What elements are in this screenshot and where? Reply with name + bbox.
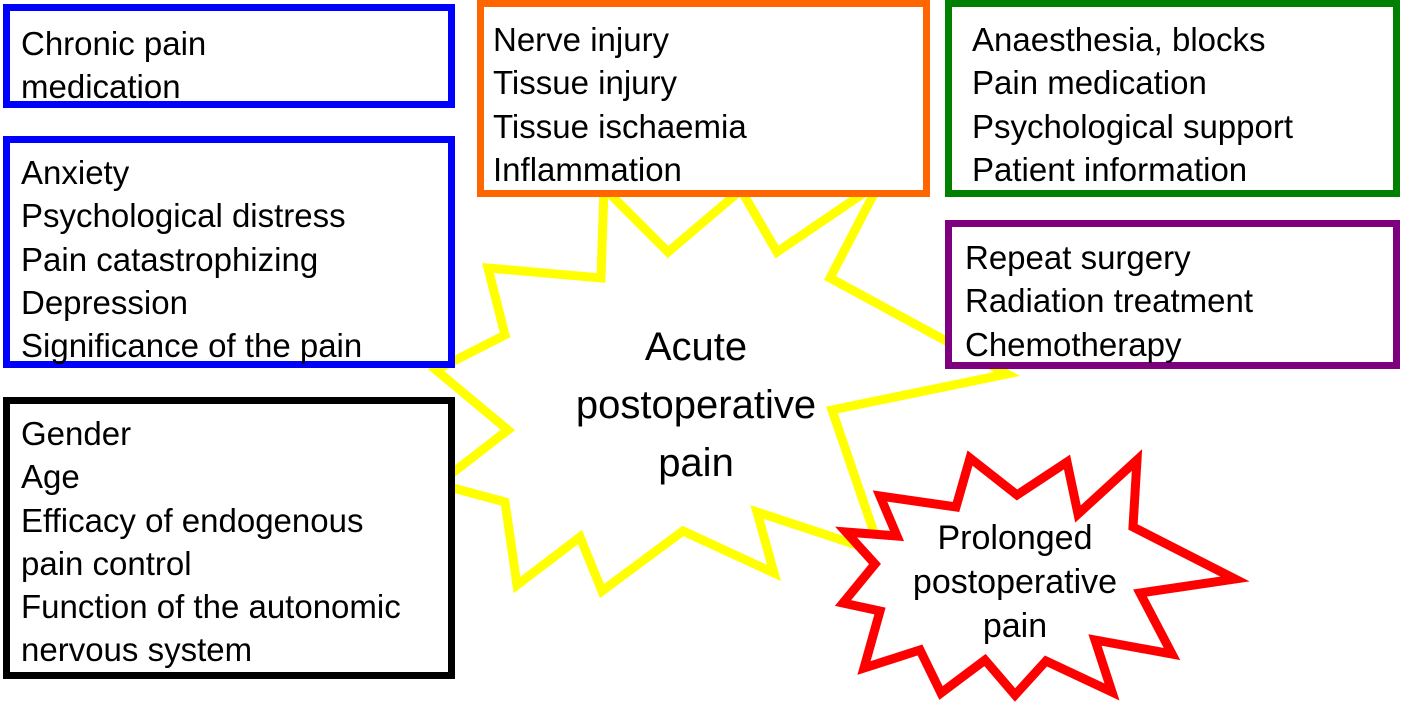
box-line: Patient information (972, 150, 1248, 188)
box-line: medication (21, 68, 181, 106)
box-line: Chronic pain (21, 25, 207, 62)
box-line: Inflammation (493, 150, 682, 188)
box-line: Depression (21, 283, 188, 321)
prolonged-pain-starburst (834, 449, 1250, 702)
postoperative-treatment-box: Repeat surgery Radiation treatment Chemo… (945, 220, 1400, 369)
box-line: Age (21, 458, 80, 496)
box-line: Anxiety (21, 154, 130, 191)
box-line: Significance of the pain (21, 327, 363, 365)
star-label-line: Prolonged (937, 519, 1093, 557)
individual-factors-box: Gender Age Efficacy of endogenous pain c… (3, 397, 455, 679)
star-label-line: Acute (644, 325, 748, 369)
chronic-pain-medication-box: Chronic pain medication (3, 4, 455, 108)
box-line: Anaesthesia, blocks (972, 21, 1266, 58)
box-line: Repeat surgery (965, 239, 1191, 276)
acute-pain-starburst (427, 177, 1020, 599)
box-line: Psychological support (972, 107, 1294, 145)
box-line: Efficacy of endogenous (21, 501, 364, 539)
star-label-line: pain (658, 441, 734, 485)
box-line: Tissue injury (493, 64, 677, 102)
box-line: Psychological distress (21, 197, 346, 235)
box-line: Nerve injury (493, 21, 670, 58)
acute-pain-label: Acute postoperative pain (536, 318, 856, 492)
star-label-line: pain (982, 607, 1048, 645)
box-line: nervous system (21, 631, 253, 669)
box-line: Tissue ischaemia (493, 107, 747, 145)
star-label-line: postoperative (912, 563, 1118, 601)
perioperative-treatment-box: Anaesthesia, blocks Pain medication Psyc… (945, 0, 1400, 197)
surgical-injury-box: Nerve injury Tissue injury Tissue ischae… (477, 0, 930, 197)
psychological-factors-box: Anxiety Psychological distress Pain cata… (3, 136, 455, 368)
box-line: Pain catastrophizing (21, 240, 319, 278)
box-line: Radiation treatment (965, 282, 1253, 320)
box-line: pain control (21, 544, 192, 582)
box-line: Pain medication (972, 64, 1207, 102)
box-line: Chemotherapy (965, 325, 1182, 363)
box-line: Function of the autonomic (21, 588, 401, 626)
box-line: Gender (21, 415, 132, 452)
star-label-line: postoperative (575, 383, 817, 427)
prolonged-pain-label: Prolonged postoperative pain (870, 516, 1160, 648)
